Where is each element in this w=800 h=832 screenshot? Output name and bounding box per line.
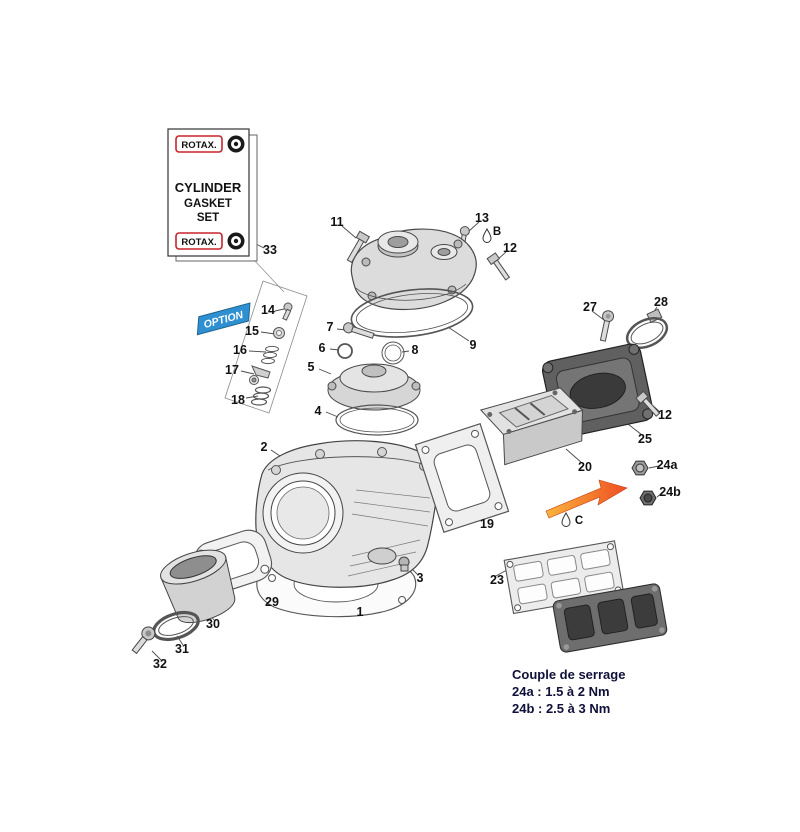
callout-30: 30 xyxy=(206,617,220,631)
callout-12-right: 12 xyxy=(658,408,672,422)
gasket-card-title-3: SET xyxy=(197,212,219,224)
option-group-box xyxy=(224,259,308,414)
callout-15: 15 xyxy=(245,324,259,338)
callout-8: 8 xyxy=(411,343,419,357)
part-24b-nut xyxy=(639,490,657,506)
grease-drop-icon-b xyxy=(482,227,492,243)
callout-20: 20 xyxy=(578,460,592,474)
rotax-brand-bottom: ROTAX. xyxy=(181,237,216,248)
part-32-bolt xyxy=(131,626,156,655)
callout-6: 6 xyxy=(318,341,326,355)
callout-33: 33 xyxy=(263,243,277,257)
callout-9: 9 xyxy=(469,338,477,352)
callout-29: 29 xyxy=(265,595,279,609)
part-6-oring xyxy=(337,343,353,359)
callout-17: 17 xyxy=(225,363,239,377)
part-28-clamp xyxy=(625,308,669,350)
callout-3: 3 xyxy=(416,571,424,585)
rotax-brand-top: ROTAX. xyxy=(181,140,216,151)
callout-1: 1 xyxy=(356,605,364,619)
part-14-screw xyxy=(282,302,293,321)
grease-mark-c: C xyxy=(574,515,584,527)
callout-25: 25 xyxy=(638,432,652,446)
callout-31: 31 xyxy=(175,642,189,656)
callout-18: 18 xyxy=(231,393,245,407)
part-8-oring xyxy=(381,341,405,365)
part-17-lever xyxy=(249,365,271,385)
part-16-spring xyxy=(261,345,279,365)
callout-19: 19 xyxy=(480,517,494,531)
part-31-clamp-ring xyxy=(152,610,200,642)
part-18-spring xyxy=(250,386,272,406)
part-7-bolt xyxy=(343,322,375,339)
part-20-reed-valve-block xyxy=(479,387,584,466)
callout-24a: 24a xyxy=(656,458,678,472)
part-15-washer xyxy=(273,327,285,339)
callout-27: 27 xyxy=(583,300,597,314)
rotax-logo-bottom-icon: ROTAX. xyxy=(175,232,245,250)
part-19-reed-gasket xyxy=(414,422,510,534)
callout-16: 16 xyxy=(233,343,247,357)
callout-2: 2 xyxy=(260,440,268,454)
gasket-card-title-1: CYLINDER xyxy=(175,180,242,195)
callout-28: 28 xyxy=(654,295,668,309)
rotax-logo-top-icon: ROTAX. xyxy=(175,135,245,153)
part-24a-nut xyxy=(631,460,649,476)
callout-13: 13 xyxy=(475,211,489,225)
part-11-bolt xyxy=(346,230,371,264)
callout-12-top: 12 xyxy=(503,241,517,255)
torque-note-line-24b: 24b : 2.5 à 3 Nm xyxy=(512,701,611,717)
callout-24b: 24b xyxy=(659,485,681,499)
callout-5: 5 xyxy=(307,360,315,374)
callout-23: 23 xyxy=(490,573,504,587)
part-12-bolt-right xyxy=(635,390,661,417)
part-2-cylinder xyxy=(255,440,440,588)
callout-11: 11 xyxy=(330,215,344,229)
part-30-intake-flange xyxy=(160,549,236,623)
part-4-cover-gasket xyxy=(335,404,419,436)
callout-14: 14 xyxy=(261,303,275,317)
torque-note-line-24a: 24a : 1.5 à 2 Nm xyxy=(512,684,610,700)
callout-32: 32 xyxy=(153,657,167,671)
part-9-head-oring xyxy=(350,288,474,338)
grease-mark-b: B xyxy=(492,226,502,238)
callout-7: 7 xyxy=(326,320,334,334)
callout-4: 4 xyxy=(314,404,322,418)
grease-drop-icon-c xyxy=(561,511,571,527)
torque-note-title: Couple de serrage xyxy=(512,667,626,682)
gasket-set-card: ROTAX. CYLINDER GASKET SET ROTAX. xyxy=(167,128,258,262)
part-12-bolt-top xyxy=(486,252,511,281)
part-27-bolt xyxy=(599,310,615,342)
part-3-plug xyxy=(398,556,410,572)
torque-arrow-icon xyxy=(545,479,628,519)
part-5-valve-cover xyxy=(327,363,421,411)
part-23-lower-housing xyxy=(552,583,668,653)
gasket-card-title-2: GASKET xyxy=(184,198,232,210)
torque-note: Couple de serrage 24a : 1.5 à 2 Nm 24b :… xyxy=(512,666,625,717)
